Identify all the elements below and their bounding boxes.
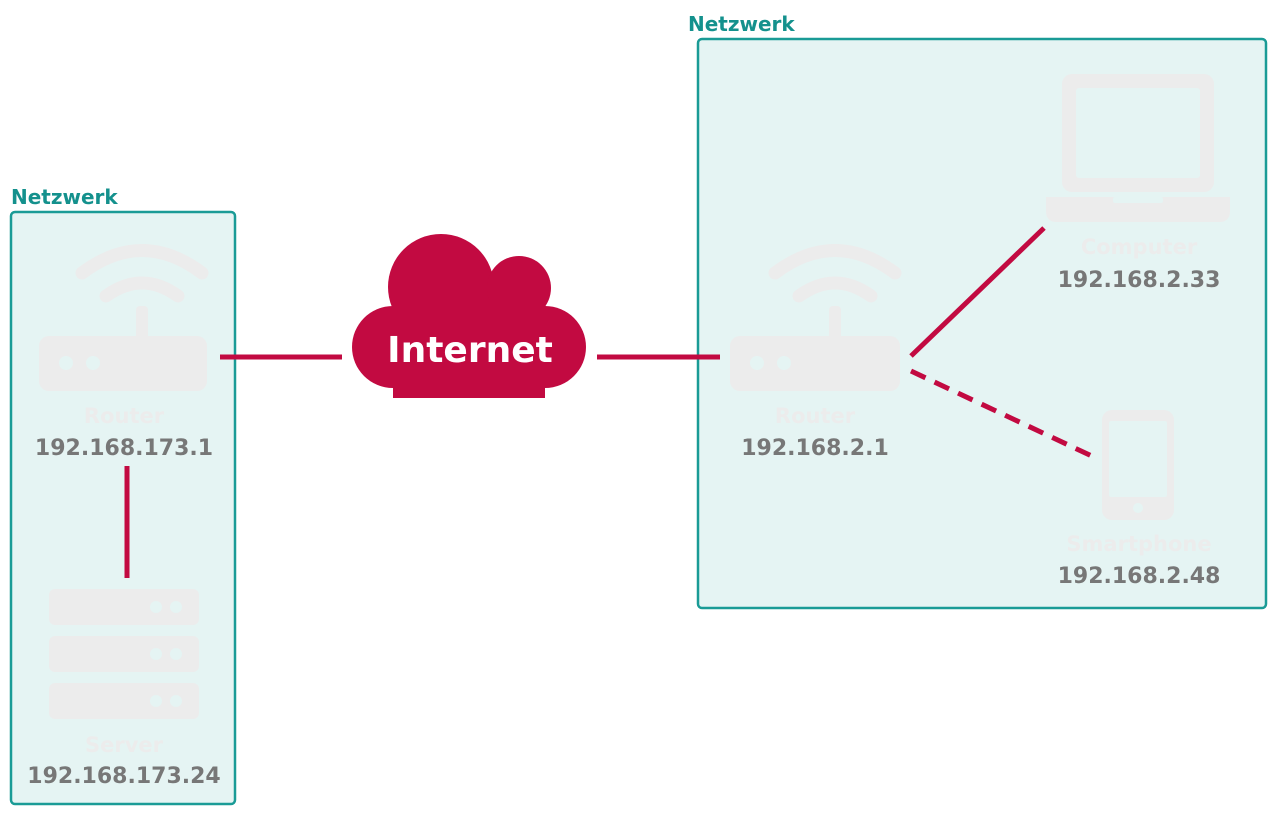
router-icon bbox=[39, 244, 209, 391]
link-right-router-smartphone bbox=[909, 368, 1098, 461]
router-icon bbox=[730, 244, 902, 391]
smartphone-label: Smartphone bbox=[1066, 532, 1211, 556]
right-router-label: Router bbox=[775, 404, 856, 428]
server-ip: 192.168.173.24 bbox=[27, 764, 220, 789]
internet-label: Internet bbox=[387, 330, 553, 371]
smartphone-ip: 192.168.2.48 bbox=[1058, 564, 1221, 589]
computer-label: Computer bbox=[1081, 235, 1198, 259]
left-network-title: Netzwerk bbox=[11, 185, 118, 209]
smartphone-icon bbox=[1102, 410, 1174, 520]
right-network-title: Netzwerk bbox=[688, 12, 795, 36]
right-router-ip: 192.168.2.1 bbox=[741, 436, 889, 461]
computer-ip: 192.168.2.33 bbox=[1058, 268, 1221, 293]
left-router-ip: 192.168.173.1 bbox=[35, 436, 213, 461]
left-router-label: Router bbox=[84, 404, 165, 428]
cloud-icon bbox=[352, 234, 586, 398]
server-icon bbox=[49, 589, 199, 719]
server-label: Server bbox=[85, 733, 164, 757]
laptop-icon bbox=[1046, 74, 1230, 222]
link-right-router-computer bbox=[909, 226, 1046, 358]
